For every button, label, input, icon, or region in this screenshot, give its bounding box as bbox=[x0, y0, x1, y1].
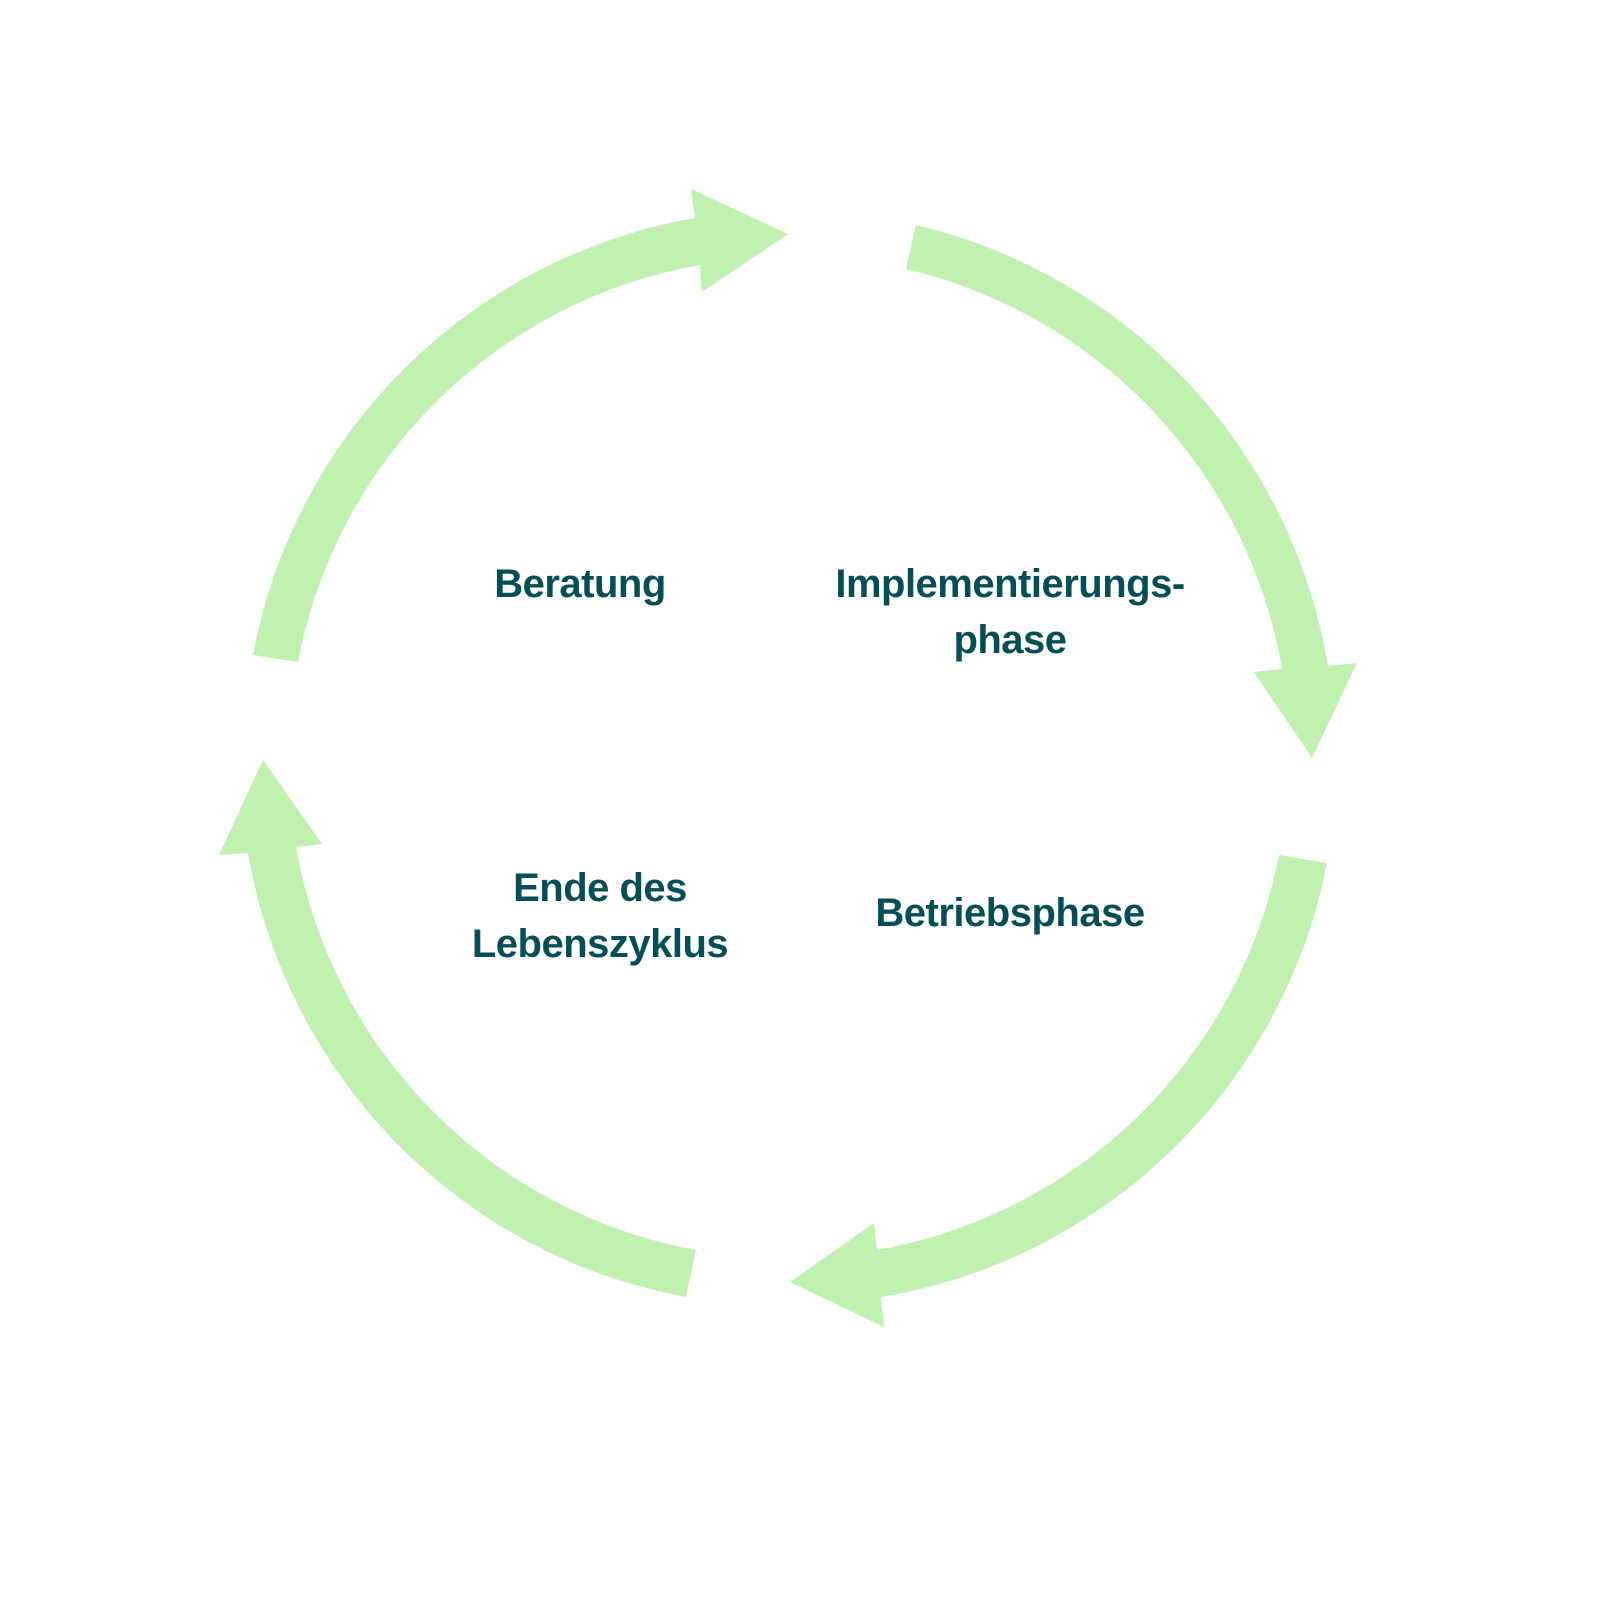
phase-label-implementierungsphase: Implementierungs- phase bbox=[830, 556, 1190, 668]
phase-label-betriebsphase: Betriebsphase bbox=[860, 885, 1160, 941]
arrow-betrieb-to-ende-icon bbox=[790, 855, 1327, 1327]
phase-label-line: Lebenszyklus bbox=[471, 922, 729, 966]
phase-label-ende-des-lebenszyklus: Ende des Lebenszyklus bbox=[450, 860, 750, 972]
arrow-implementierung-to-betrieb-icon bbox=[906, 225, 1357, 758]
phase-label-line: phase bbox=[953, 618, 1067, 662]
phase-label-line: Beratung bbox=[494, 562, 666, 606]
phase-label-line: Implementierungs- bbox=[835, 562, 1185, 606]
phase-label-beratung: Beratung bbox=[430, 556, 730, 612]
phase-label-line: Betriebsphase bbox=[875, 891, 1145, 935]
arrow-beratung-to-implementierung-icon bbox=[253, 189, 788, 662]
phase-label-line: Ende des bbox=[513, 866, 687, 910]
arrow-ende-to-beratung-icon bbox=[219, 760, 696, 1297]
